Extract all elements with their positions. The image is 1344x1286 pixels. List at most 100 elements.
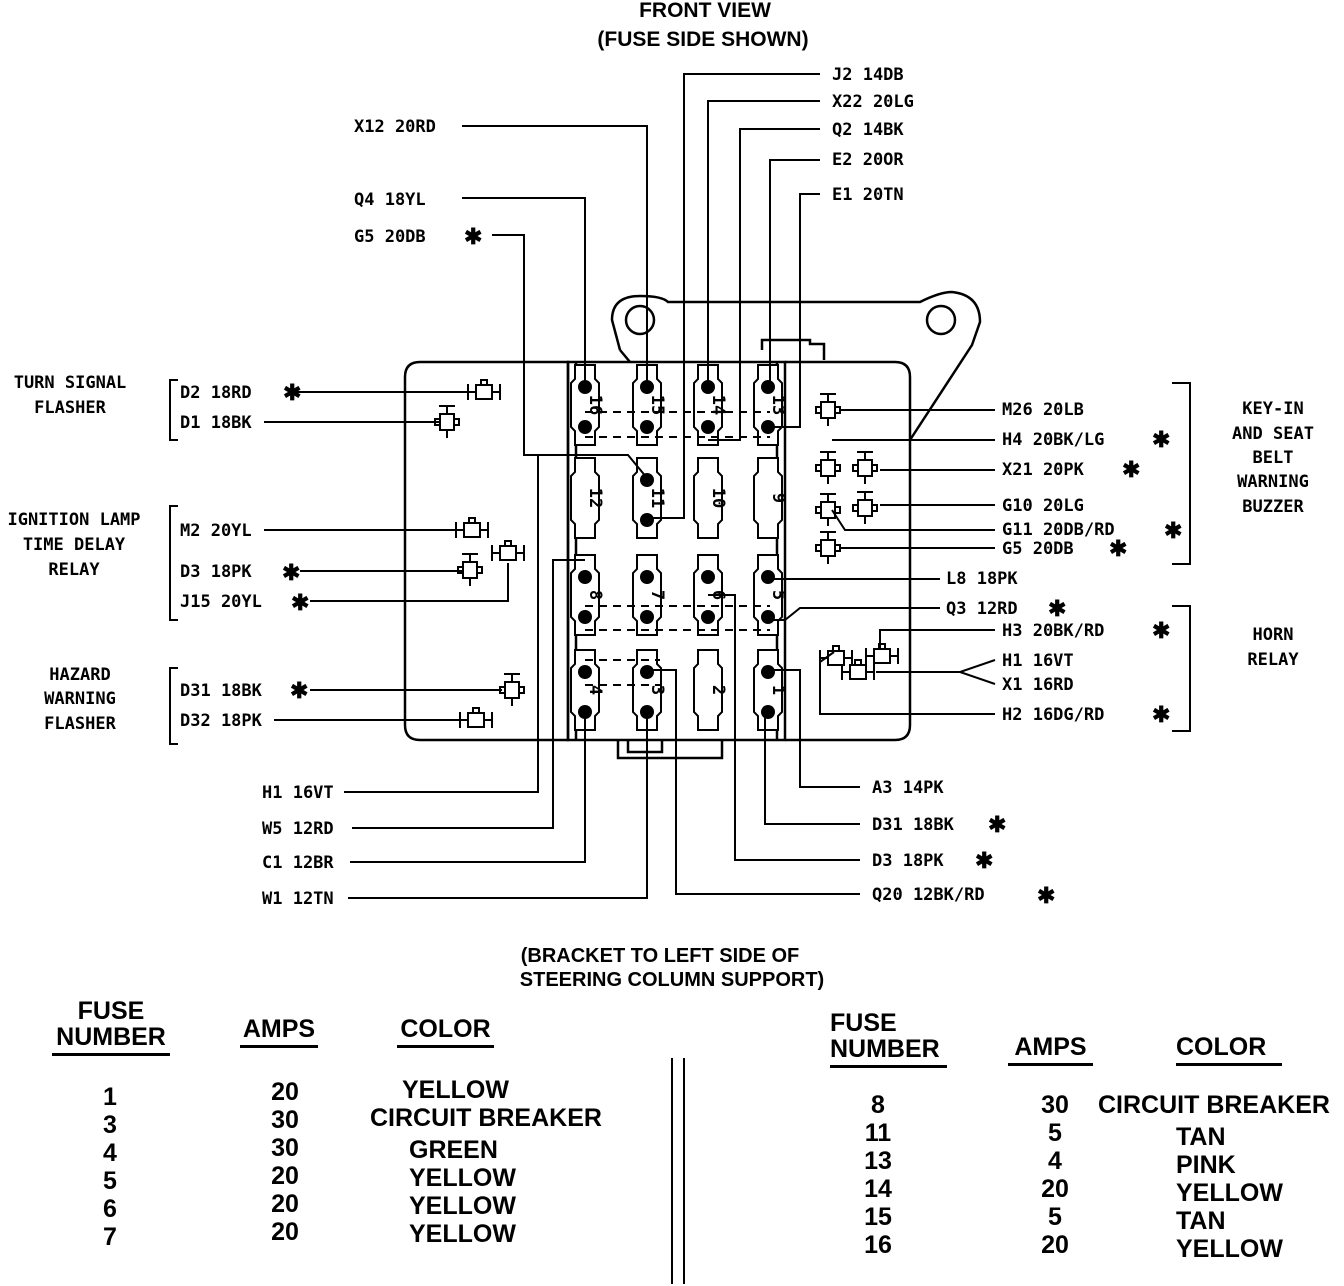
right-col-color: CIRCUIT BREAKER TAN PINK YELLOW TAN YELL… — [1098, 1091, 1338, 1263]
wire-label: H2 16DG/RD — [1002, 705, 1104, 725]
fuse-number-label: 16 — [585, 395, 605, 415]
terminal-dot — [640, 705, 654, 719]
fuse-block-outline — [403, 290, 982, 760]
asterisk-icon: ✱ — [975, 848, 993, 873]
wire-label: W5 12RD — [262, 819, 334, 839]
table-cell: YELLOW — [402, 1076, 509, 1104]
header-number: NUMBER — [56, 1023, 166, 1051]
terminal-dot — [701, 610, 715, 624]
connector-terminal-icon — [467, 379, 501, 400]
ignition-label-1: IGNITION LAMP — [7, 510, 140, 530]
asterisk-icon: ✱ — [1048, 596, 1066, 621]
table-cell: CIRCUIT BREAKER — [1098, 1091, 1330, 1119]
group-brackets — [169, 379, 1191, 745]
terminal-dot — [640, 473, 654, 487]
table-cell: YELLOW — [409, 1220, 516, 1248]
left-col-amps: 20 30 30 20 20 20 — [255, 1078, 315, 1246]
wire-label: D2 18RD — [180, 383, 252, 403]
wire-label: D32 18PK — [180, 711, 263, 731]
terminal-dot — [640, 570, 654, 584]
terminal-dot — [640, 420, 654, 434]
table-cell: 20 — [271, 1218, 299, 1246]
wire-label: Q4 18YL — [354, 190, 426, 210]
asterisk-icon: ✱ — [1109, 536, 1127, 561]
wire-label: H1 16VT — [1002, 651, 1074, 671]
terminal-dot — [640, 665, 654, 679]
horn-label-2: RELAY — [1247, 650, 1299, 670]
table-cell: 15 — [864, 1203, 892, 1231]
table-cell: YELLOW — [1176, 1235, 1283, 1263]
wire-label: H3 20BK/RD — [1002, 621, 1104, 641]
terminal-dot — [761, 380, 775, 394]
table-cell: 4 — [103, 1139, 117, 1167]
terminal-dot — [578, 380, 592, 394]
terminal-dot — [761, 705, 775, 719]
wire-label: X1 16RD — [1002, 675, 1074, 695]
left-col-color: YELLOW CIRCUIT BREAKER GREEN YELLOW YELL… — [370, 1076, 630, 1248]
table-cell: 20 — [271, 1190, 299, 1218]
table-cell: 6 — [103, 1195, 117, 1223]
wire-label: M2 20YL — [180, 521, 252, 541]
header-number: NUMBER — [830, 1035, 940, 1063]
table-cell: YELLOW — [409, 1164, 516, 1192]
connector-terminal-icon — [815, 531, 841, 564]
wire-label: M26 20LB — [1002, 400, 1084, 420]
table-cell: 14 — [864, 1175, 892, 1203]
connector-terminal-icon — [815, 493, 841, 526]
header-fuse: FUSE — [77, 997, 145, 1025]
table-cell: 5 — [1048, 1203, 1062, 1231]
fuse-3: 3 — [632, 649, 667, 731]
fuse-9: 9 — [753, 457, 788, 539]
fuse-number-label: 1 — [768, 685, 788, 695]
fuse-number-label: 8 — [585, 590, 605, 600]
terminal-dot — [701, 420, 715, 434]
terminal-dot — [578, 610, 592, 624]
table-cell: 30 — [271, 1134, 299, 1162]
fuse-number-label: 7 — [647, 590, 667, 600]
table-cell: PINK — [1176, 1151, 1236, 1179]
horn-label-1: HORN — [1253, 625, 1294, 645]
wire-label: H1 16VT — [262, 783, 334, 803]
right-header-fuse-number: FUSE NUMBER — [830, 1010, 947, 1068]
fuse-number-label: 14 — [708, 395, 728, 415]
wire-label: G11 20DB/RD — [1002, 520, 1115, 540]
terminal-dot — [578, 570, 592, 584]
wire-label: A3 14PK — [872, 778, 944, 798]
fuse-7: 7 — [632, 554, 667, 636]
ignition-label-3: RELAY — [48, 560, 100, 580]
wire-label: D3 18PK — [180, 562, 252, 582]
table-cell: 20 — [271, 1078, 299, 1106]
fuse-5: 5 — [753, 554, 788, 636]
terminal-dot — [640, 380, 654, 394]
right-col-amps: 30 5 4 20 5 20 — [1025, 1091, 1085, 1259]
fuse-number-label: 10 — [708, 488, 728, 508]
table-cell: 11 — [864, 1119, 892, 1147]
header-fuse: FUSE — [830, 1009, 897, 1037]
right-header-amps: AMPS — [1008, 1034, 1093, 1066]
wire-label: E1 20TN — [832, 185, 904, 205]
keyin-label-2: AND SEAT — [1232, 424, 1314, 444]
asterisk-icon: ✱ — [1164, 518, 1182, 543]
terminal-dot — [578, 665, 592, 679]
table-cell: 13 — [864, 1147, 892, 1175]
keyin-label-3: BELT — [1253, 448, 1294, 468]
asterisk-icon: ✱ — [283, 380, 301, 405]
asterisk-icon: ✱ — [282, 560, 300, 585]
right-col-fuse: 8 11 13 14 15 16 — [848, 1091, 908, 1259]
fuse-1: 1 — [753, 649, 788, 731]
wire-label: W1 12TN — [262, 889, 334, 909]
table-cell: YELLOW — [409, 1192, 516, 1220]
table-cell: TAN — [1176, 1123, 1226, 1151]
wire-label: G5 20DB — [354, 227, 426, 247]
fuse-number-label: 9 — [768, 493, 788, 503]
connector-terminal-icon — [819, 645, 853, 666]
left-header-amps: AMPS — [240, 1016, 318, 1048]
keyin-label-5: BUZZER — [1242, 497, 1304, 517]
wire-label: D31 18BK — [872, 815, 955, 835]
wire-label: X22 20LG — [832, 92, 914, 112]
wire-label: D31 18BK — [180, 681, 263, 701]
terminal-dot — [761, 665, 775, 679]
fuse-number-label: 3 — [647, 685, 667, 695]
table-cell: 30 — [271, 1106, 299, 1134]
fuse-number-label: 2 — [708, 685, 728, 695]
